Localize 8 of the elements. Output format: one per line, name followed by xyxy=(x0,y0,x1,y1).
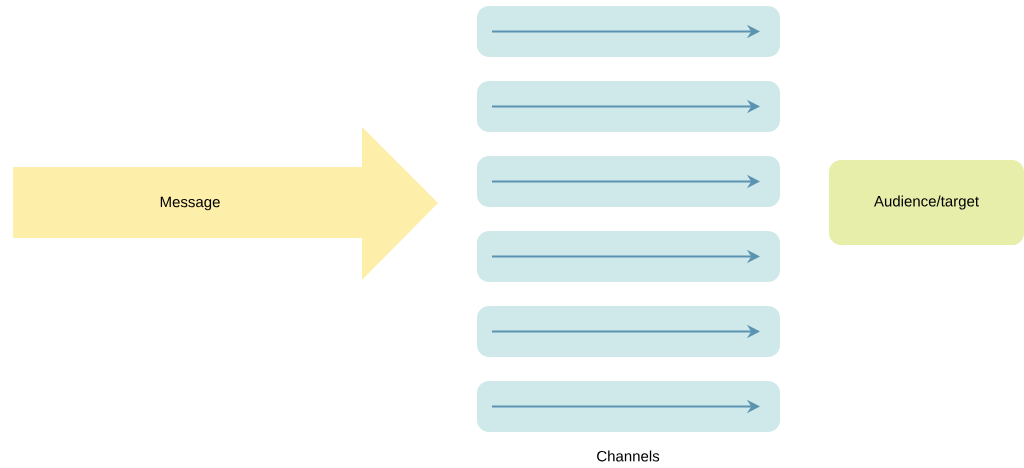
channel-box xyxy=(477,156,780,207)
channel-box xyxy=(477,231,780,282)
channel-box xyxy=(477,306,780,357)
channel-box xyxy=(477,81,780,132)
channel-box xyxy=(477,6,780,57)
group-label: Channels xyxy=(597,450,660,462)
target-box: Audience/target xyxy=(829,160,1024,245)
channel-box xyxy=(477,381,780,432)
